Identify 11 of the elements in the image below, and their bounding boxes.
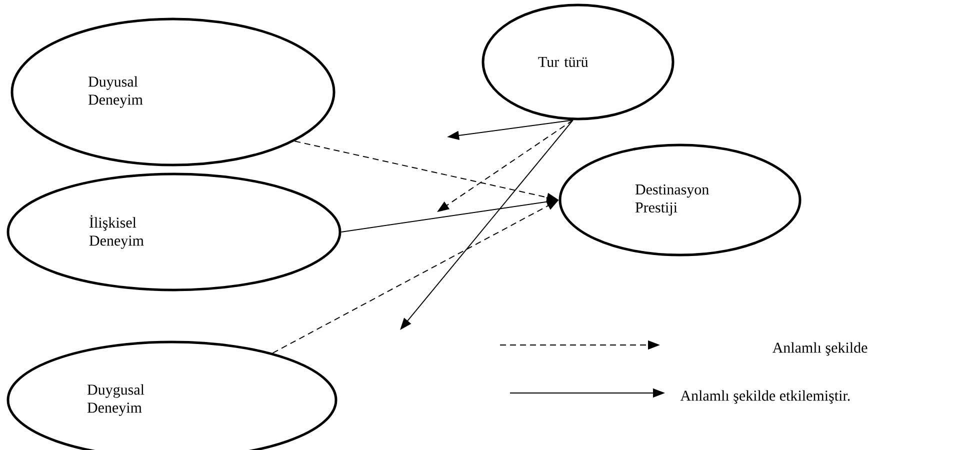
legend-text: Anlamlı şekilde etkilemiştir. — [680, 390, 850, 404]
ellipse — [10, 18, 336, 166]
ellipse — [6, 172, 342, 292]
node-text: Duygusal Deneyim — [87, 384, 144, 416]
ellipse — [558, 144, 802, 256]
node-text: Duyusal Deneyim — [88, 76, 143, 108]
node-text: Destinasyon Prestiji — [635, 184, 709, 216]
legend-text: Anlamlı şekilde — [772, 342, 868, 356]
node-text: Tur türü — [538, 57, 588, 67]
ellipse — [482, 4, 674, 120]
node-text: İlişkisel Deneyim — [89, 215, 144, 249]
